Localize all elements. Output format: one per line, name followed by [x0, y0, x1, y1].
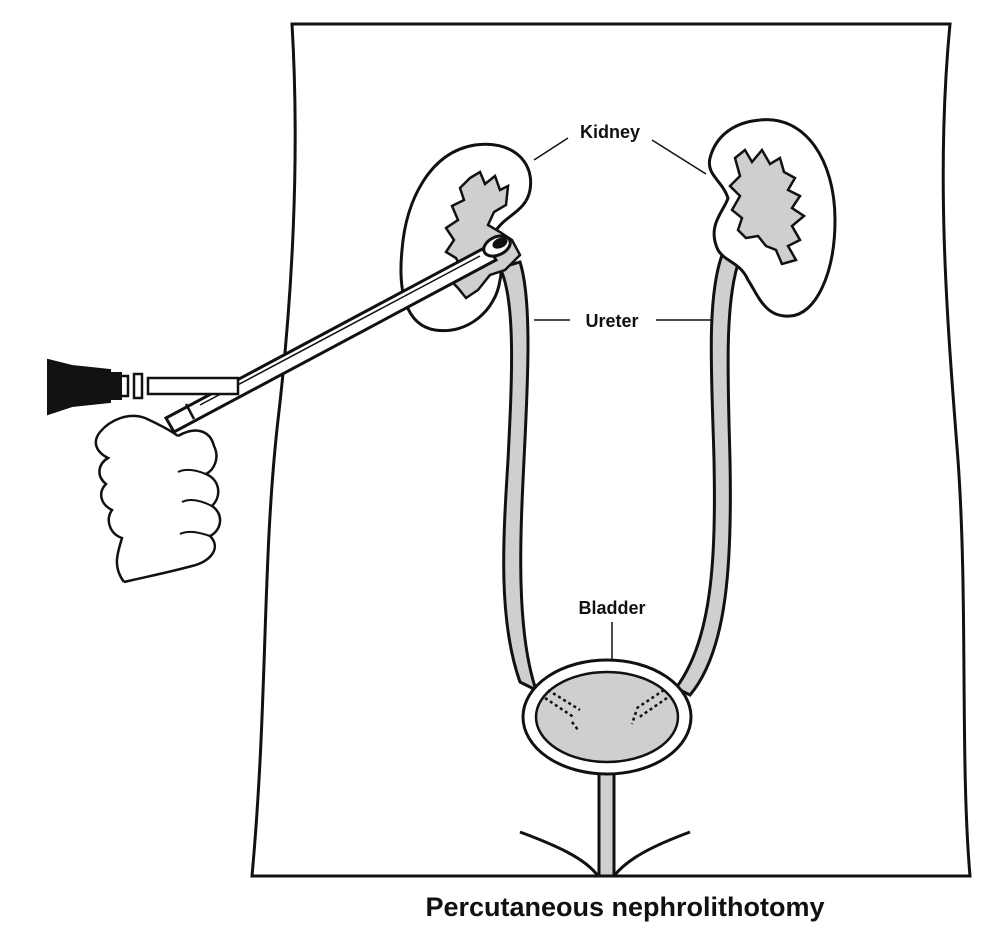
- bladder-label: Bladder: [578, 598, 645, 618]
- kidney-label: Kidney: [580, 122, 640, 142]
- pelvic-curve-right: [612, 830, 691, 877]
- scope-ring-1: [132, 372, 144, 400]
- ureter-label: Ureter: [585, 311, 638, 331]
- urethra: [597, 768, 616, 878]
- figure-caption: Percutaneous nephrolithotomy: [425, 892, 825, 922]
- hand: [94, 414, 222, 584]
- sheath-inner-line: [199, 255, 481, 406]
- scope-connector: [108, 372, 122, 400]
- pelvic-curve-left: [519, 830, 600, 877]
- kidney-stone: [492, 237, 508, 249]
- right-kidney-pelvis: [728, 147, 807, 266]
- right-ureter: [673, 253, 743, 697]
- bladder-inner: [534, 670, 680, 764]
- kidney-leader-left: [533, 137, 569, 161]
- bladder-right-orifice: [630, 688, 668, 725]
- scope-eyepiece: [47, 358, 111, 416]
- scope-body: [146, 376, 240, 396]
- sheath-band: [184, 403, 196, 420]
- kidney-leader-right: [651, 139, 707, 175]
- hand-finger-lines: [177, 468, 213, 537]
- bladder-left-orifice: [544, 688, 581, 731]
